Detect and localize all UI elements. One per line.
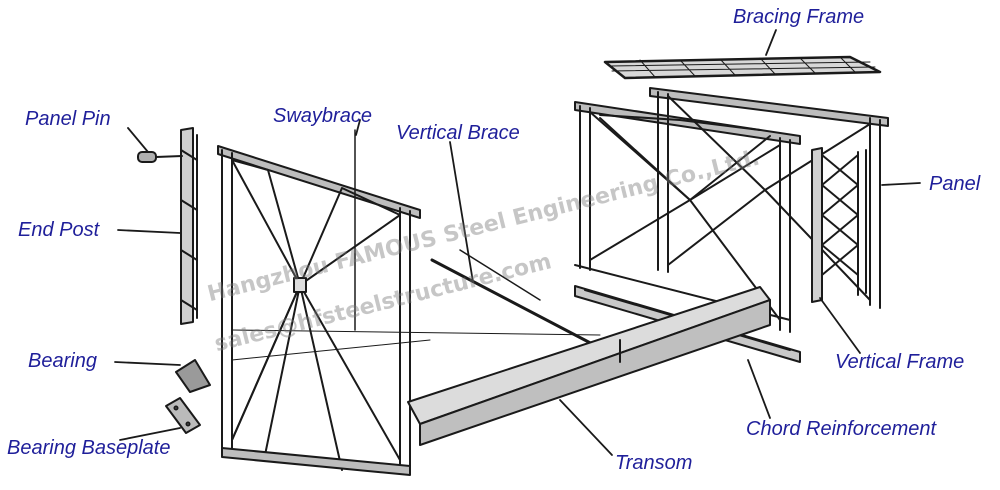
panel-pin-part bbox=[137, 151, 183, 163]
label-panel-pin: Panel Pin bbox=[25, 108, 111, 130]
transom-part bbox=[407, 286, 771, 446]
main-panel-part bbox=[217, 145, 421, 476]
swaybrace-part bbox=[231, 129, 601, 361]
label-bearing: Bearing bbox=[28, 350, 97, 372]
end-post-part bbox=[180, 127, 198, 325]
bearing-baseplate-part bbox=[165, 397, 201, 434]
label-transom: Transom bbox=[615, 452, 693, 474]
label-chord-reinforcement: Chord Reinforcement bbox=[746, 418, 937, 440]
bearing-part bbox=[175, 359, 211, 393]
vertical-frame-part bbox=[811, 147, 867, 303]
vertical-brace-part bbox=[430, 249, 602, 350]
label-bearing-baseplate: Bearing Baseplate bbox=[7, 437, 171, 459]
label-vertical-frame: Vertical Frame bbox=[835, 351, 965, 373]
bracing-frame-part bbox=[603, 55, 882, 80]
label-end-post: End Post bbox=[18, 219, 100, 241]
label-bracing-frame: Bracing Frame bbox=[733, 6, 865, 28]
leader-lines bbox=[114, 29, 921, 456]
label-vertical-brace: Vertical Brace bbox=[396, 122, 520, 144]
label-panel: Panel bbox=[929, 173, 981, 195]
label-swaybrace: Swaybrace bbox=[273, 105, 372, 127]
